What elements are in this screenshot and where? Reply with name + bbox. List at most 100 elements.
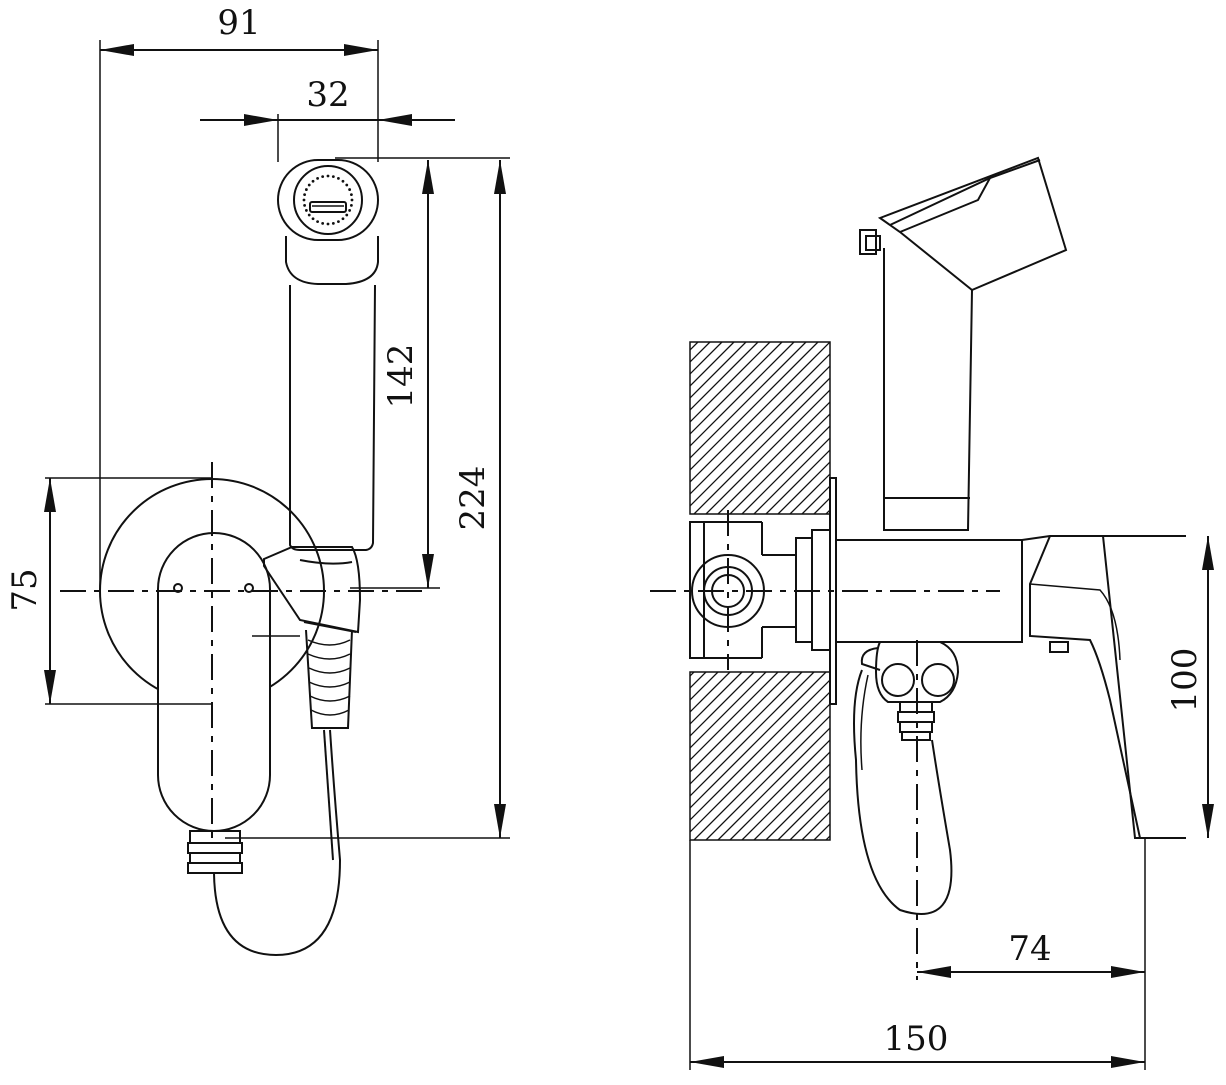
nozzle-dot — [302, 198, 306, 202]
nozzle-dot — [311, 217, 315, 221]
hatch-line — [705, 715, 830, 840]
hatch-line — [690, 342, 723, 375]
hatch-line — [862, 342, 1034, 514]
hatch-line — [825, 835, 830, 840]
hatch-line — [789, 473, 830, 514]
hatch-line — [874, 342, 1046, 514]
hatch-line — [690, 342, 747, 399]
hatch-line — [690, 365, 830, 507]
nozzle-dot — [349, 203, 353, 207]
hatch-line — [502, 342, 674, 514]
hatch-line — [514, 342, 686, 514]
hatch-line — [690, 672, 719, 701]
screw-right — [244, 583, 254, 593]
hatch-line — [825, 509, 830, 514]
hatch-line — [813, 497, 830, 514]
hatch-line — [838, 342, 1010, 514]
spray-nozzles — [302, 174, 354, 226]
hand-shower — [277, 159, 379, 551]
dimension-150: 150 — [690, 1019, 1145, 1068]
hatch-line — [690, 679, 830, 821]
nozzle-dot — [304, 188, 308, 191]
hatch-line — [690, 342, 699, 351]
hose — [213, 629, 353, 957]
nozzle-dot — [321, 221, 325, 225]
nozzle-dot — [316, 176, 319, 180]
hatch-line — [690, 342, 735, 387]
mixer-side-body — [795, 477, 1186, 839]
nozzle-dot — [348, 209, 352, 212]
dim-label-91: 91 — [217, 3, 260, 43]
hatch-line — [690, 672, 755, 737]
hatch-line — [690, 342, 795, 447]
nozzle-dot — [337, 176, 340, 180]
dim-label-224: 224 — [453, 466, 493, 531]
dim-label-142: 142 — [381, 344, 421, 409]
hatch-line — [789, 799, 830, 840]
hatch-line — [850, 342, 1022, 514]
hatch-line — [777, 787, 830, 840]
nozzle-dot — [303, 203, 307, 207]
hatch-line — [690, 342, 807, 459]
hatch-line — [690, 672, 803, 785]
nozzle-dot — [349, 193, 353, 197]
hatch-line — [717, 727, 830, 840]
hatch-line — [886, 342, 1058, 514]
hatch-line — [753, 437, 830, 514]
hatch-line — [490, 672, 658, 840]
wall-section — [490, 341, 1058, 841]
hatch-line — [753, 763, 830, 840]
hatch-line — [813, 823, 830, 840]
nozzle-dot — [326, 222, 330, 226]
dimension-100: 100 — [1165, 536, 1214, 838]
nozzle-dot — [307, 213, 311, 217]
dimension-142: 142 — [381, 160, 434, 588]
dimension-32: 32 — [200, 75, 455, 126]
hatch-line — [690, 672, 827, 809]
nozzle-dot — [345, 213, 349, 217]
hatch-line — [690, 672, 815, 797]
nozzle-dot — [331, 221, 335, 225]
hatch-line — [514, 672, 682, 840]
hatch-line — [690, 342, 771, 423]
hatch-line — [690, 672, 767, 749]
nozzle-dot — [326, 174, 330, 178]
dim-label-150: 150 — [884, 1019, 949, 1059]
nozzle-dot — [350, 198, 354, 202]
side-view: 100 74 150 — [490, 156, 1214, 1070]
hatch-line — [729, 413, 830, 514]
dimension-91: 91 — [100, 3, 378, 56]
hatch-line — [741, 425, 830, 514]
hatch-line — [690, 672, 779, 761]
hatch-line — [690, 342, 711, 363]
hatch-line — [690, 342, 783, 435]
dimension-75: 75 — [5, 478, 56, 704]
dim-label-100: 100 — [1165, 648, 1205, 713]
nozzle-dot — [303, 193, 307, 197]
hatch-line — [690, 672, 707, 689]
side-hand-shower — [859, 156, 1068, 531]
hatch-line — [717, 401, 830, 514]
hatch-line — [690, 342, 819, 471]
nozzle-dot — [341, 179, 345, 183]
hatch-line — [690, 342, 759, 411]
side-hose — [853, 641, 960, 915]
shower-head-face — [293, 165, 363, 235]
hatch-line — [490, 342, 662, 514]
hatch-line — [690, 342, 830, 483]
nozzle-dot — [337, 220, 340, 224]
hatch-line — [729, 739, 830, 840]
nozzle-dot — [348, 188, 352, 191]
hatch-line — [765, 449, 830, 514]
nozzle-dot — [316, 220, 319, 224]
nozzle-dot — [307, 183, 311, 187]
shower-holder — [263, 546, 362, 634]
hatch-line — [502, 672, 670, 840]
hatch-line — [690, 672, 695, 677]
hatch-line — [838, 672, 1006, 840]
hatch-line — [886, 672, 1054, 840]
hatch-line — [690, 672, 791, 773]
nozzle-dot — [311, 179, 315, 183]
hatch-line — [693, 703, 830, 840]
